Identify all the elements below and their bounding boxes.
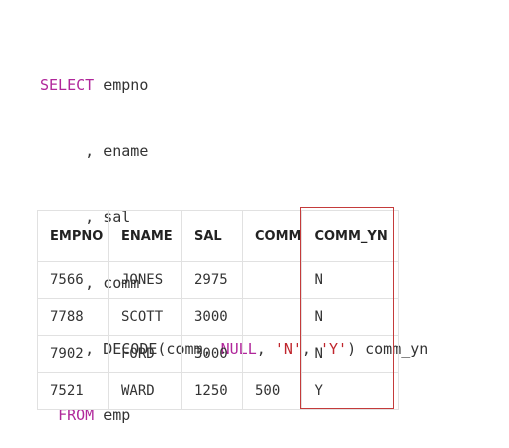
header-comm: COMM bbox=[241, 210, 303, 262]
cell-comm-yn: Y bbox=[301, 372, 400, 410]
cell-empno: 7566 bbox=[37, 261, 109, 299]
table-row: 7902 FORD 3000 N bbox=[37, 335, 400, 373]
select-column-empno: empno bbox=[94, 76, 149, 94]
cell-comm bbox=[241, 261, 303, 299]
cell-sal: 1250 bbox=[181, 372, 243, 410]
cell-comm: 500 bbox=[241, 372, 303, 410]
table-row: 7521 WARD 1250 500 Y bbox=[37, 372, 400, 410]
cell-comm-yn: N bbox=[301, 261, 400, 299]
sql-line-select: SELECT empno bbox=[40, 74, 428, 96]
select-keyword: SELECT bbox=[40, 76, 95, 94]
cell-empno: 7521 bbox=[37, 372, 109, 410]
cell-ename: SCOTT bbox=[108, 298, 182, 336]
from-table-name: emp bbox=[94, 406, 131, 424]
cell-comm-yn: N bbox=[301, 298, 400, 336]
cell-comm bbox=[241, 335, 303, 373]
query-result-table: EMPNO ENAME SAL COMM COMM_YN 7566 JONES … bbox=[37, 210, 400, 410]
header-sal: SAL bbox=[181, 210, 243, 262]
cell-ename: WARD bbox=[108, 372, 182, 410]
table-header-row: EMPNO ENAME SAL COMM COMM_YN bbox=[37, 210, 400, 262]
cell-sal: 2975 bbox=[181, 261, 243, 299]
select-column-ename: , ename bbox=[40, 142, 149, 160]
cell-sal: 3000 bbox=[181, 298, 243, 336]
cell-empno: 7788 bbox=[37, 298, 109, 336]
header-comm-yn: COMM_YN bbox=[301, 210, 400, 262]
cell-comm-yn: N bbox=[301, 335, 400, 373]
from-keyword: FROM bbox=[58, 406, 95, 424]
sql-line-ename: , ename bbox=[40, 140, 428, 162]
header-empno: EMPNO bbox=[37, 210, 109, 262]
table-row: 7566 JONES 2975 N bbox=[37, 261, 400, 299]
header-ename: ENAME bbox=[108, 210, 182, 262]
table-row: 7788 SCOTT 3000 N bbox=[37, 298, 400, 336]
cell-sal: 3000 bbox=[181, 335, 243, 373]
sql-line-from: FROM emp bbox=[40, 404, 428, 426]
cell-empno: 7902 bbox=[37, 335, 109, 373]
cell-comm bbox=[241, 298, 303, 336]
cell-ename: FORD bbox=[108, 335, 182, 373]
cell-ename: JONES bbox=[108, 261, 182, 299]
